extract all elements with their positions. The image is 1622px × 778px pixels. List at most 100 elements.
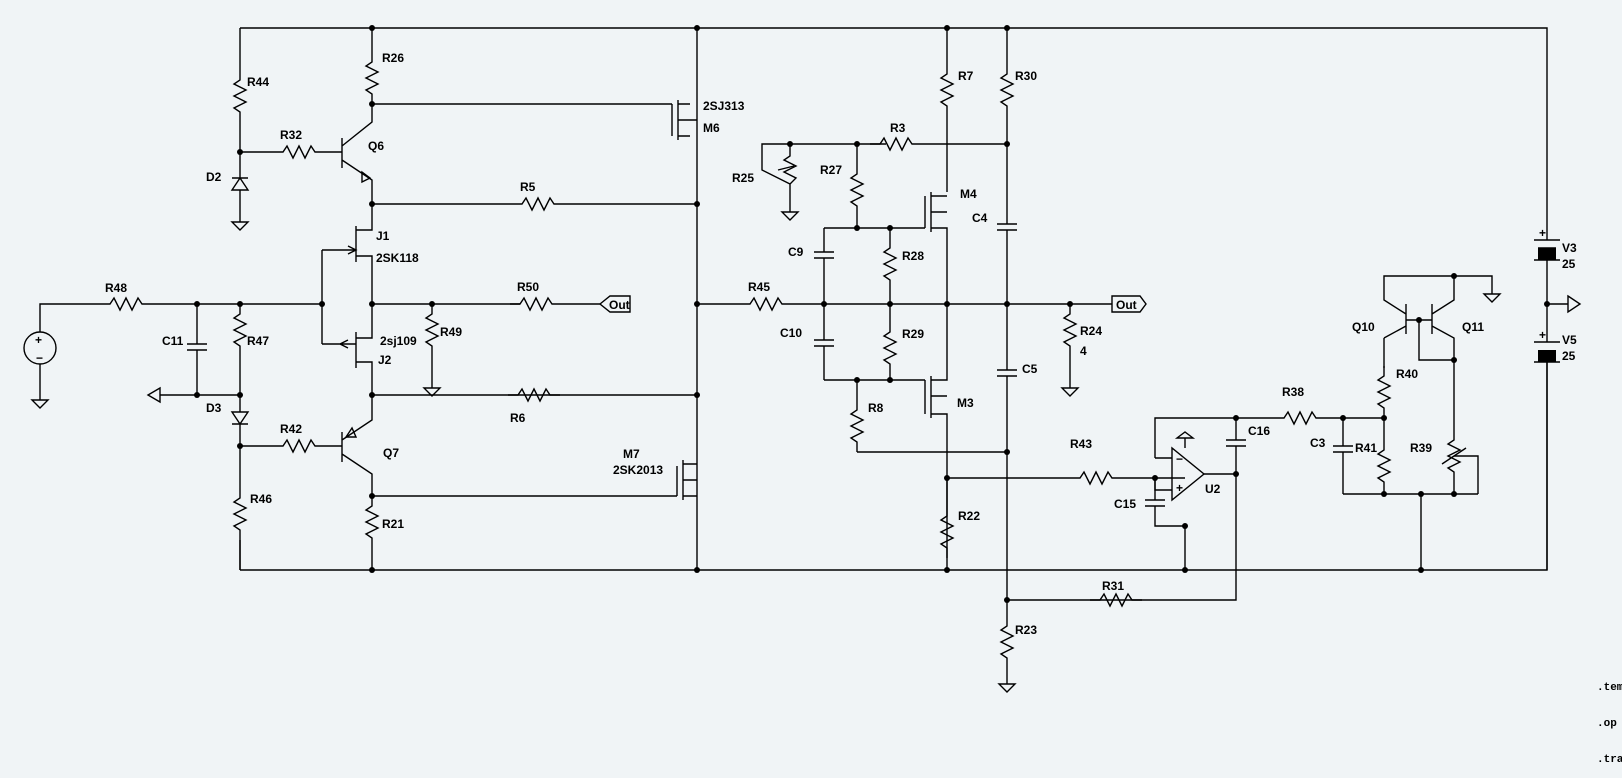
svg-text:C15: C15 (1114, 497, 1136, 511)
svg-text:V5: V5 (1562, 333, 1577, 347)
svg-text:+: + (1539, 328, 1546, 342)
svg-text:R26: R26 (382, 51, 404, 65)
mosfet-m7: M7 2SK2013 (613, 447, 697, 500)
svg-text:M3: M3 (957, 396, 974, 410)
directive-tran: .tran (1597, 754, 1622, 766)
resistor-r32: R32 (240, 128, 342, 159)
resistor-r43: R43 (1069, 437, 1185, 485)
mosfet-m3: M3 (924, 304, 974, 570)
svg-text:+: + (1539, 226, 1546, 240)
jfet-j1: J1 2SK118 (322, 204, 419, 304)
resistor-r27: R27 (820, 144, 864, 228)
svg-text:C11: C11 (162, 334, 184, 348)
svg-text:R6: R6 (510, 411, 526, 425)
svg-text:2SK2013: 2SK2013 (613, 463, 663, 477)
svg-text:C9: C9 (788, 245, 804, 259)
resistor-r5: R5 (511, 180, 697, 211)
svg-text:U2: U2 (1205, 482, 1221, 496)
svg-text:R40: R40 (1396, 367, 1418, 381)
svg-text:C4: C4 (972, 211, 988, 225)
svg-text:4: 4 (1080, 344, 1087, 358)
svg-text:M6: M6 (703, 121, 720, 135)
transistor-q6: Q6 (341, 104, 384, 204)
svg-text:+: + (1176, 481, 1183, 495)
svg-text:D3: D3 (206, 401, 222, 415)
svg-text:R8: R8 (868, 401, 884, 415)
resistor-r6: R6 (507, 388, 561, 425)
transistor-q10: Q10 (1352, 275, 1454, 339)
resistor-r40: R40 (1377, 338, 1418, 419)
svg-text:R7: R7 (958, 69, 974, 83)
svg-text:2sj109: 2sj109 (380, 334, 417, 348)
capacitor-c11: C11 (162, 304, 207, 395)
capacitor-c16: C16 (1007, 418, 1270, 601)
svg-text:R29: R29 (902, 327, 924, 341)
amplifier-schematic: + − R48 C11 R47 D3 R42 R46 R44 D2 (23, 25, 1582, 693)
svg-text:R5: R5 (520, 180, 536, 194)
resistor-r38: R38 (1236, 385, 1384, 425)
svg-text:R21: R21 (382, 517, 404, 531)
svg-text:C5: C5 (1022, 362, 1038, 376)
zener-d2: D2 (206, 152, 250, 231)
spice-directives: .temp .op .tran (1597, 658, 1622, 778)
capacitor-c10 (814, 304, 834, 380)
svg-text:C10: C10 (780, 326, 802, 340)
svg-text:C3: C3 (1310, 436, 1326, 450)
resistor-r29: R29 (883, 304, 924, 380)
resistor-r42: R42 (240, 422, 342, 453)
net-label-out-left: Out (598, 295, 631, 313)
transistor-q7: Q7 (341, 395, 399, 496)
resistor-r44: R44 (233, 28, 269, 152)
potentiometer-r39: R39 (1410, 360, 1479, 494)
resistor-r50: R50 (509, 280, 600, 311)
svg-text:M4: M4 (960, 187, 977, 201)
svg-text:R27: R27 (820, 163, 842, 177)
opamp-u2: − + U2 (1154, 417, 1236, 502)
svg-text:R32: R32 (280, 128, 302, 142)
resistor-r26: R26 (365, 28, 404, 105)
resistor-r48: R48 (99, 281, 153, 311)
capacitor-c5: C5 (997, 304, 1038, 600)
resistor-r31: R31 (1089, 579, 1143, 607)
svg-text:25: 25 (1562, 257, 1576, 271)
svg-text:R3: R3 (890, 121, 906, 135)
svg-text:R28: R28 (902, 249, 924, 263)
battery-v3: + V3 25 (1534, 226, 1577, 304)
resistor-r41: R41 (1355, 418, 1391, 494)
capacitor-c15: C15 (1114, 478, 1186, 570)
svg-text:R43: R43 (1070, 437, 1092, 451)
jfet-j2: 2sj109 J2 (322, 304, 417, 395)
resistor-r21: R21 (365, 495, 404, 570)
net-label-out-right: Out (1070, 295, 1147, 313)
svg-text:M7: M7 (623, 447, 640, 461)
svg-text:Q11: Q11 (1462, 320, 1484, 334)
svg-text:R39: R39 (1410, 441, 1432, 455)
resistor-r23: R23 (998, 600, 1037, 693)
resistor-r47: R47 (233, 303, 269, 395)
resistor-r8: R8 (850, 380, 1007, 453)
svg-text:−: − (1176, 452, 1183, 466)
svg-text:2SJ313: 2SJ313 (703, 99, 745, 113)
svg-text:R41: R41 (1355, 441, 1377, 455)
capacitor-c3: C3 (1310, 418, 1353, 494)
potentiometer-r25: R25 (732, 143, 799, 221)
svg-text:C16: C16 (1248, 424, 1270, 438)
battery-v5: + V5 25 (1534, 304, 1577, 570)
svg-text:2SK118: 2SK118 (376, 251, 419, 265)
ground-arrow (146, 386, 161, 404)
svg-text:+: + (35, 333, 42, 347)
capacitor-c9 (814, 228, 834, 304)
svg-text:R46: R46 (250, 492, 272, 506)
resistor-r30: R30 (1000, 28, 1037, 224)
svg-text:R47: R47 (247, 334, 269, 348)
resistor-r49: R49 (423, 303, 462, 397)
mosfet-m6: 2SJ313 M6 (671, 99, 745, 140)
resistor-r22: R22 (940, 478, 980, 559)
svg-text:R45: R45 (748, 280, 770, 294)
top-rail (240, 27, 1548, 240)
svg-text:D2: D2 (206, 170, 222, 184)
svg-text:R30: R30 (1015, 69, 1037, 83)
resistor-r28: R28 (883, 228, 924, 304)
resistor-r24: R24 4 (1061, 303, 1102, 397)
directive-temp: .temp (1597, 682, 1622, 694)
